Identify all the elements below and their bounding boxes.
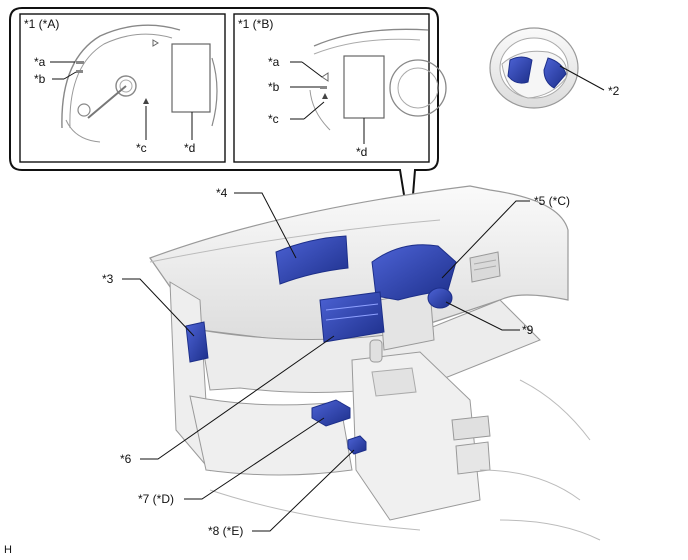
label-7: *7 (*D) (138, 492, 174, 506)
inset-panel-b (233, 13, 447, 163)
panel-a-label-c: *c (136, 141, 147, 155)
component-parts (185, 235, 457, 455)
part-9 (427, 287, 453, 309)
part-3 (185, 321, 209, 363)
panel-a-title: *1 (*A) (24, 17, 59, 31)
panel-b-title: *1 (*B) (238, 17, 273, 31)
panel-b-label-d: *d (356, 145, 367, 159)
steering-wheel-illustration (489, 27, 605, 109)
panel-a-label-a: *a (34, 55, 46, 69)
part-5 (371, 244, 457, 301)
label-8: *8 (*E) (208, 524, 243, 538)
panel-a-label-b: *b (34, 72, 46, 86)
label-group: *1 (*A) *1 (*B) *a *b *c *d *a *b *c *d … (4, 17, 620, 556)
label-6: *6 (120, 452, 132, 466)
inset-panel-a (19, 13, 226, 163)
part-8 (347, 435, 367, 455)
panel-b-label-b: *b (268, 80, 280, 94)
panel-b-label-c: *c (268, 112, 279, 126)
corner-mark: H (4, 544, 12, 556)
panel-a-label-d: *d (184, 141, 195, 155)
vehicle-interior-illustration (149, 185, 601, 541)
steering-switch-part (507, 56, 533, 84)
label-3: *3 (102, 272, 114, 286)
label-2: *2 (608, 84, 620, 98)
part-4 (275, 235, 349, 285)
label-9: *9 (522, 323, 534, 337)
label-4: *4 (216, 186, 228, 200)
panel-b-label-a: *a (268, 55, 280, 69)
leader-lines (122, 192, 530, 532)
label-5: *5 (*C) (534, 194, 570, 208)
